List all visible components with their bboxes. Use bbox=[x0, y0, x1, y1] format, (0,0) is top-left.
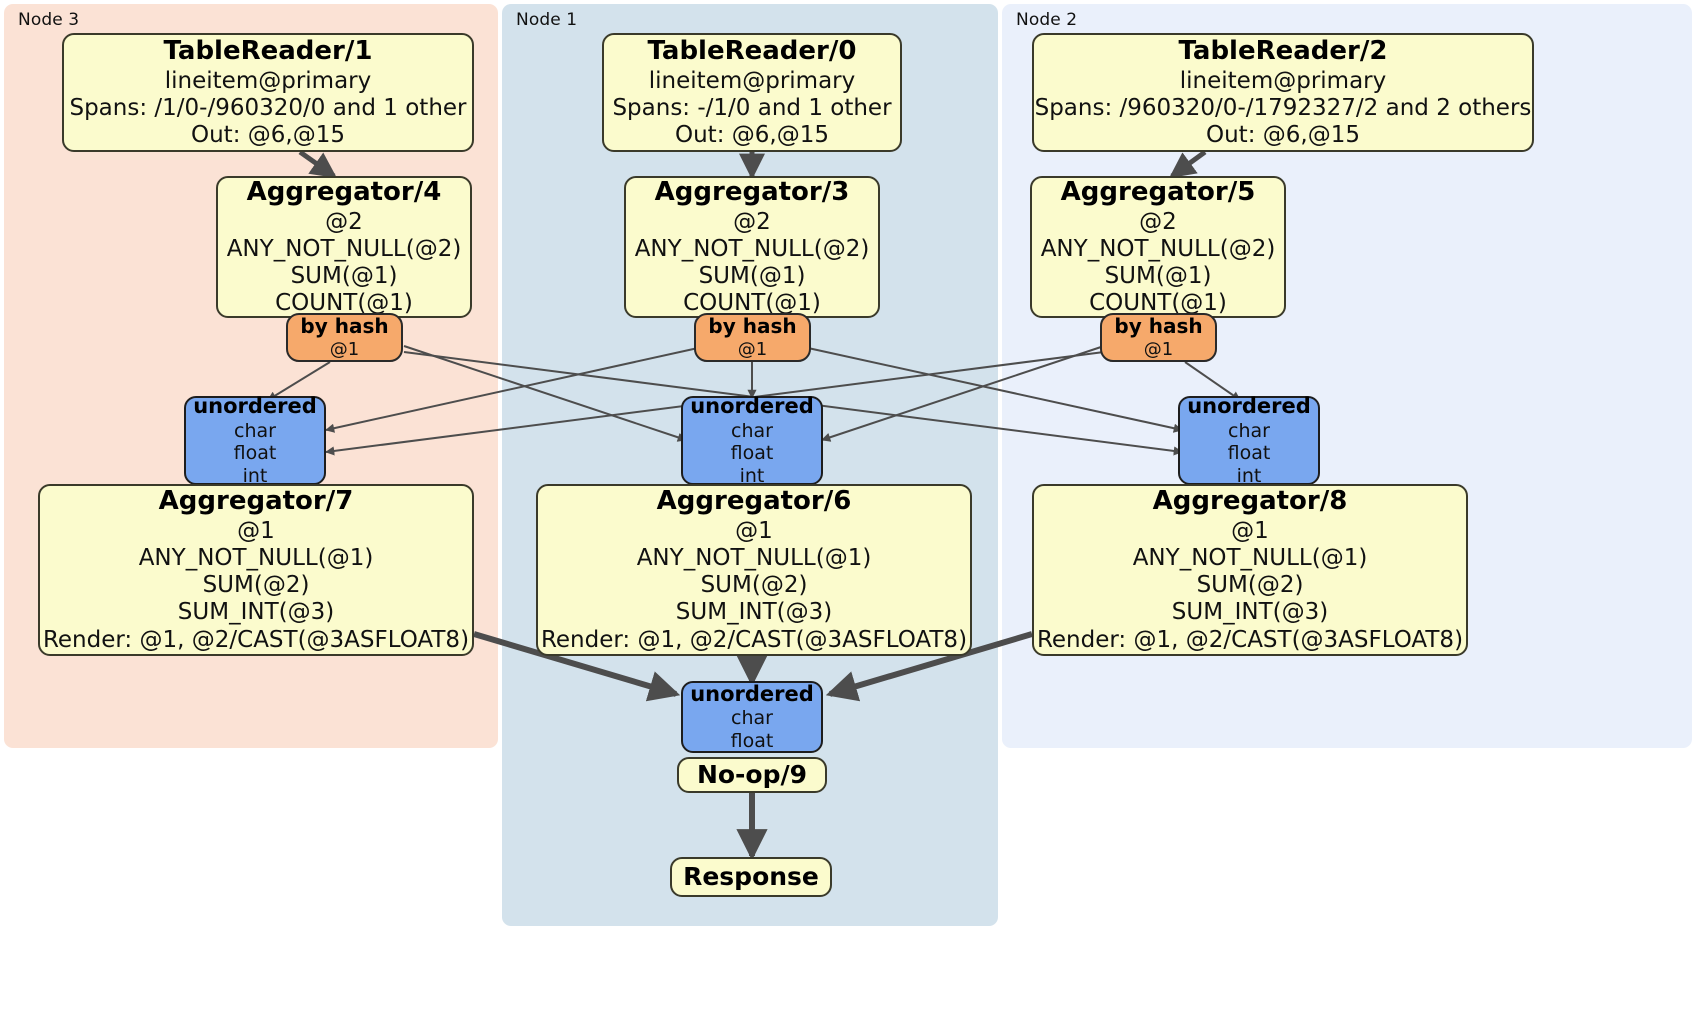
processor-detail-agg2: SUM(@2) bbox=[1196, 572, 1304, 599]
processor-title: TableReader/2 bbox=[1178, 35, 1388, 66]
processor-detail-agg3: SUM_INT(@3) bbox=[675, 599, 833, 626]
processor-aggregator-5[interactable]: Aggregator/5 @2 ANY_NOT_NULL(@2) SUM(@1)… bbox=[1030, 176, 1286, 318]
processor-title: Response bbox=[683, 861, 819, 891]
processor-detail-agg3: SUM_INT(@3) bbox=[177, 599, 335, 626]
processor-detail-out: Out: @6,@15 bbox=[1206, 121, 1360, 148]
receiver-title: unordered bbox=[193, 394, 317, 419]
receiver-unordered-left[interactable]: unordered char float int bbox=[184, 394, 326, 487]
processor-detail-groupcol: @2 bbox=[1139, 208, 1177, 235]
router-title: by hash bbox=[1114, 314, 1203, 339]
processor-aggregator-7[interactable]: Aggregator/7 @1 ANY_NOT_NULL(@1) SUM(@2)… bbox=[38, 484, 474, 656]
receiver-type-3: int bbox=[739, 464, 765, 487]
processor-detail-spans: Spans: /1/0-/960320/0 and 1 other bbox=[69, 94, 467, 121]
processor-title: Aggregator/7 bbox=[158, 486, 354, 517]
processor-title: Aggregator/4 bbox=[246, 176, 442, 207]
processor-title: Aggregator/3 bbox=[654, 176, 850, 207]
processor-detail-groupcol: @2 bbox=[325, 208, 363, 235]
receiver-type-1: char bbox=[1228, 419, 1270, 442]
node-panel-label-node2: Node 2 bbox=[1016, 10, 1078, 30]
processor-detail-agg3: COUNT(@1) bbox=[1089, 289, 1227, 316]
processor-detail-render: Render: @1, @2/CAST(@3ASFLOAT8) bbox=[1036, 626, 1464, 653]
processor-aggregator-4[interactable]: Aggregator/4 @2 ANY_NOT_NULL(@2) SUM(@1)… bbox=[216, 176, 472, 318]
processor-detail-render: Render: @1, @2/CAST(@3ASFLOAT8) bbox=[540, 626, 968, 653]
processor-detail-agg1: ANY_NOT_NULL(@2) bbox=[226, 235, 462, 262]
processor-detail-table: lineitem@primary bbox=[1179, 67, 1387, 94]
processor-detail-groupcol: @1 bbox=[1231, 518, 1269, 545]
processor-detail-agg2: SUM(@1) bbox=[1104, 262, 1212, 289]
processor-detail-agg1: ANY_NOT_NULL(@1) bbox=[138, 545, 374, 572]
processor-detail-agg2: SUM(@2) bbox=[700, 572, 808, 599]
processor-title: Aggregator/6 bbox=[656, 486, 852, 517]
processor-aggregator-3[interactable]: Aggregator/3 @2 ANY_NOT_NULL(@2) SUM(@1)… bbox=[624, 176, 880, 318]
processor-title: Aggregator/8 bbox=[1152, 486, 1348, 517]
receiver-type-2: float bbox=[730, 729, 774, 752]
receiver-unordered-final[interactable]: unordered char float bbox=[681, 681, 823, 753]
processor-detail-agg1: ANY_NOT_NULL(@1) bbox=[636, 545, 872, 572]
router-detail-col: @1 bbox=[1143, 338, 1174, 360]
processor-detail-spans: Spans: -/1/0 and 1 other bbox=[612, 94, 892, 121]
router-by-hash-right[interactable]: by hash @1 bbox=[1100, 313, 1217, 362]
processor-detail-agg1: ANY_NOT_NULL(@1) bbox=[1132, 545, 1368, 572]
receiver-type-3: int bbox=[242, 464, 268, 487]
processor-detail-agg1: ANY_NOT_NULL(@2) bbox=[1040, 235, 1276, 262]
processor-table-reader-1[interactable]: TableReader/1 lineitem@primary Spans: /1… bbox=[62, 33, 474, 152]
receiver-title: unordered bbox=[690, 394, 814, 419]
receiver-type-1: char bbox=[731, 419, 773, 442]
processor-title: Aggregator/5 bbox=[1060, 176, 1256, 207]
router-title: by hash bbox=[300, 314, 389, 339]
processor-detail-agg2: SUM(@1) bbox=[698, 262, 806, 289]
processor-detail-agg3: COUNT(@1) bbox=[683, 289, 821, 316]
processor-table-reader-0[interactable]: TableReader/0 lineitem@primary Spans: -/… bbox=[602, 33, 902, 152]
receiver-type-3: int bbox=[1236, 464, 1262, 487]
receiver-type-2: float bbox=[1227, 442, 1271, 465]
receiver-type-1: char bbox=[731, 707, 773, 730]
router-by-hash-mid[interactable]: by hash @1 bbox=[694, 313, 811, 362]
processor-detail-agg3: SUM_INT(@3) bbox=[1171, 599, 1329, 626]
receiver-type-2: float bbox=[730, 442, 774, 465]
processor-detail-groupcol: @1 bbox=[735, 518, 773, 545]
receiver-type-1: char bbox=[234, 419, 276, 442]
receiver-title: unordered bbox=[1187, 394, 1311, 419]
processor-detail-agg2: SUM(@1) bbox=[290, 262, 398, 289]
receiver-type-2: float bbox=[233, 442, 277, 465]
processor-title: No-op/9 bbox=[696, 759, 808, 789]
processor-detail-agg3: COUNT(@1) bbox=[275, 289, 413, 316]
receiver-unordered-right[interactable]: unordered char float int bbox=[1178, 394, 1320, 487]
router-detail-col: @1 bbox=[329, 338, 360, 360]
processor-aggregator-6[interactable]: Aggregator/6 @1 ANY_NOT_NULL(@1) SUM(@2)… bbox=[536, 484, 972, 656]
processor-title: TableReader/1 bbox=[163, 35, 373, 66]
processor-response[interactable]: Response bbox=[670, 857, 832, 897]
processor-detail-out: Out: @6,@15 bbox=[675, 121, 829, 148]
router-title: by hash bbox=[708, 314, 797, 339]
processor-detail-table: lineitem@primary bbox=[164, 67, 372, 94]
processor-detail-out: Out: @6,@15 bbox=[191, 121, 345, 148]
processor-detail-agg2: SUM(@2) bbox=[202, 572, 310, 599]
receiver-title: unordered bbox=[690, 681, 814, 706]
node-panel-label-node3: Node 3 bbox=[18, 10, 80, 30]
processor-detail-agg1: ANY_NOT_NULL(@2) bbox=[634, 235, 870, 262]
processor-detail-groupcol: @1 bbox=[237, 518, 275, 545]
processor-title: TableReader/0 bbox=[647, 35, 857, 66]
processor-detail-render: Render: @1, @2/CAST(@3ASFLOAT8) bbox=[42, 626, 470, 653]
processor-detail-spans: Spans: /960320/0-/1792327/2 and 2 others bbox=[1034, 94, 1532, 121]
router-by-hash-left[interactable]: by hash @1 bbox=[286, 313, 403, 362]
router-detail-col: @1 bbox=[737, 338, 768, 360]
processor-detail-table: lineitem@primary bbox=[648, 67, 856, 94]
processor-detail-groupcol: @2 bbox=[733, 208, 771, 235]
processor-no-op-9[interactable]: No-op/9 bbox=[677, 757, 827, 793]
processor-table-reader-2[interactable]: TableReader/2 lineitem@primary Spans: /9… bbox=[1032, 33, 1534, 152]
receiver-unordered-mid[interactable]: unordered char float int bbox=[681, 394, 823, 487]
node-panel-label-node1: Node 1 bbox=[516, 10, 578, 30]
processor-aggregator-8[interactable]: Aggregator/8 @1 ANY_NOT_NULL(@1) SUM(@2)… bbox=[1032, 484, 1468, 656]
